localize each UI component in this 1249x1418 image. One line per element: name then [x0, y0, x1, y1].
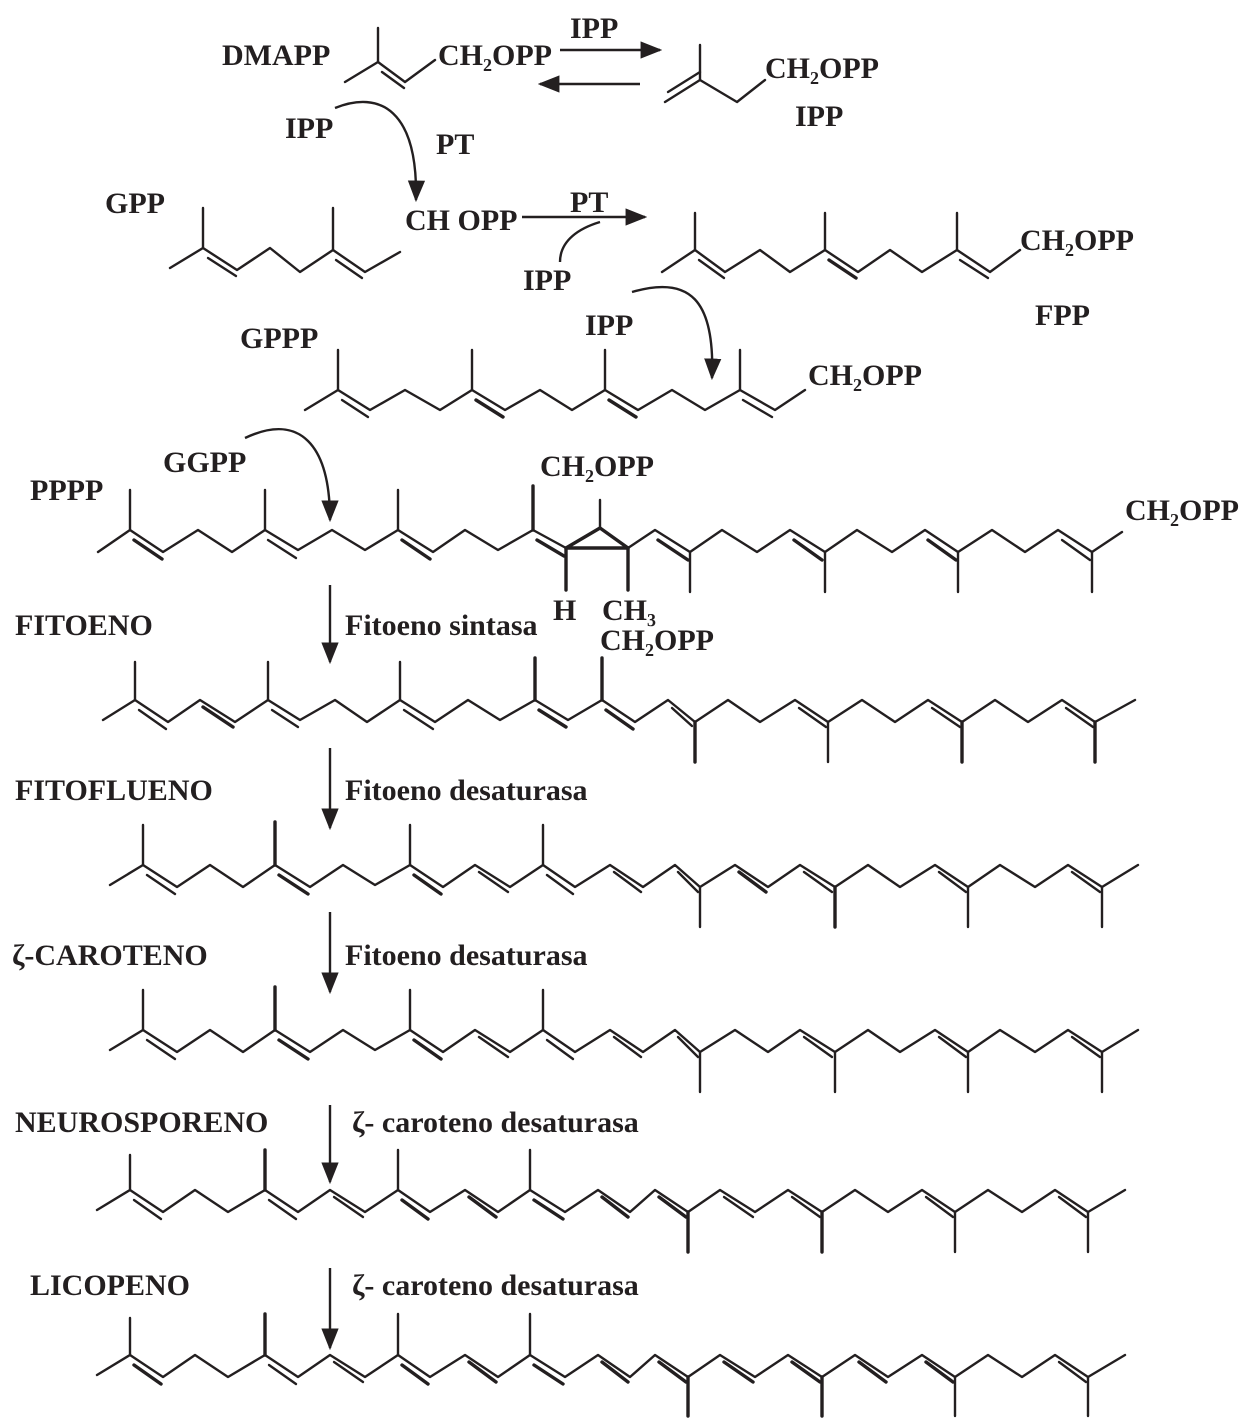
- ipp-join-curve: [558, 220, 601, 263]
- pppp-label: PPPP: [30, 474, 103, 507]
- pppp-structure: [96, 484, 1124, 594]
- fitoeno-structure: [101, 656, 1137, 764]
- dmapp-ch2opp-label: CH₂OPP: [438, 39, 552, 72]
- curved-arrow-gppp: [631, 285, 722, 381]
- pppp-ch2opp-bottom-label: CH₂OPP: [600, 624, 714, 657]
- ipp-fpp-label: IPP: [585, 309, 633, 342]
- fpp-structure: [660, 211, 1022, 280]
- fitoeno-label: FITOENO: [15, 609, 153, 642]
- pppp-ch2opp-top-label: CH₂OPP: [540, 450, 654, 483]
- fitoeno-sintasa-label: Fitoeno sintasa: [345, 609, 538, 642]
- gpp-label: GPP: [105, 187, 165, 220]
- fitoflueno-structure: [108, 820, 1140, 929]
- gppp-structure: [303, 348, 807, 419]
- ipp-arrow-label: IPP: [570, 12, 618, 45]
- fitoflueno-label: FITOFLUENO: [15, 774, 213, 807]
- ipp-product-label: IPP: [795, 100, 843, 133]
- fpp-ch2opp-label: CH₂OPP: [1020, 224, 1134, 257]
- h-atom-label: H: [553, 594, 576, 627]
- licopeno-structure: [95, 1312, 1127, 1418]
- pppp-ch2opp-right-label: CH₂OPP: [1125, 494, 1239, 527]
- licopeno-label: LICOPENO: [30, 1269, 190, 1302]
- fitoeno-desaturasa-2-label: Fitoeno desaturasa: [345, 939, 588, 972]
- pt-label-2: PT: [570, 186, 608, 219]
- ipp-gpp-label: IPP: [523, 264, 571, 297]
- ggpp-label: GGPP: [163, 446, 246, 479]
- fitoeno-desaturasa-1-label: Fitoeno desaturasa: [345, 774, 588, 807]
- dmapp-structure: [343, 26, 437, 90]
- curved-arrow-gpp: [334, 100, 426, 203]
- gpp-ch-opp-label: CH OPP: [405, 204, 518, 237]
- zeta-desaturasa-1-label: ζ- caroteno desaturasa: [352, 1106, 639, 1139]
- zeta-caroteno-structure: [108, 985, 1140, 1094]
- ipp-ch2opp-label: CH₂OPP: [765, 52, 879, 85]
- fpp-label: FPP: [1035, 299, 1090, 332]
- zeta-desaturasa-2-label: ζ- caroteno desaturasa: [352, 1269, 639, 1302]
- gpp-structure: [168, 206, 402, 280]
- ipp-left-label: IPP: [285, 112, 333, 145]
- pt-label-1: PT: [436, 128, 474, 161]
- curved-arrow-pppp: [244, 428, 339, 523]
- gppp-label: GPPP: [240, 322, 318, 355]
- zeta-caroteno-label: ζ-CAROTENO: [12, 939, 208, 972]
- ch3-label: CH₃: [602, 594, 656, 627]
- dmapp-label: DMAPP: [222, 39, 330, 72]
- neurosporeno-label: NEUROSPORENO: [15, 1106, 268, 1139]
- neurosporeno-structure: [95, 1148, 1127, 1254]
- ipp-structure: [663, 43, 767, 104]
- gppp-ch2opp-label: CH₂OPP: [808, 359, 922, 392]
